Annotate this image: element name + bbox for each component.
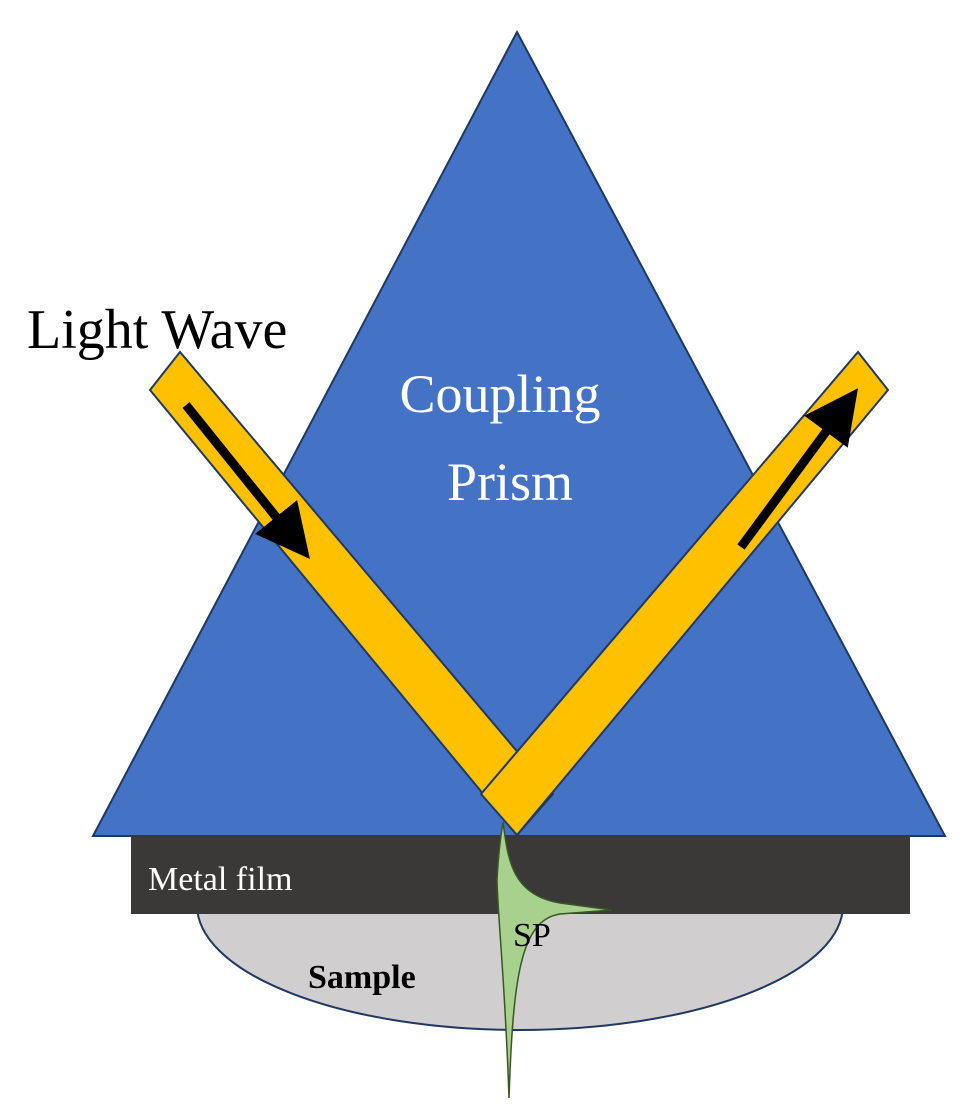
reflected-beam xyxy=(479,350,890,837)
prism-label-line2: Prism xyxy=(447,452,573,512)
sp-label: SP xyxy=(513,917,551,954)
light-wave-label: Light Wave xyxy=(27,299,287,361)
metal-film-label: Metal film xyxy=(148,861,292,898)
incident-arrow xyxy=(182,402,310,560)
prism-label-line1: Coupling xyxy=(399,364,600,424)
surface-plasmon-field xyxy=(496,821,613,1099)
incident-beam xyxy=(148,350,555,837)
reflected-arrow xyxy=(737,388,859,550)
sample-label: Sample xyxy=(308,959,416,996)
